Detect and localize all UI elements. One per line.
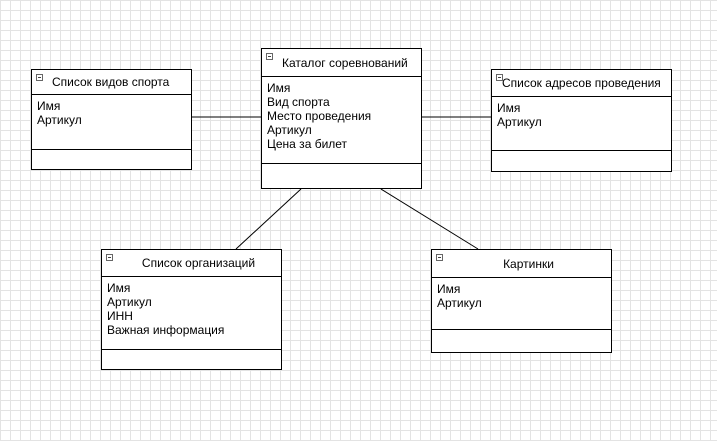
- class-operations[interactable]: [102, 350, 281, 369]
- attribute-row: ИНН: [107, 309, 133, 323]
- class-venue-addresses[interactable]: Список адресов проведения Имя Артикул: [491, 69, 672, 172]
- attribute-row: Имя: [267, 81, 291, 95]
- class-operations[interactable]: [432, 330, 611, 352]
- class-header[interactable]: Список адресов проведения: [492, 70, 671, 97]
- collapse-icon[interactable]: [266, 53, 273, 60]
- attribute-row: Имя: [107, 281, 131, 295]
- attribute-row: Артикул: [37, 113, 82, 127]
- attribute-row: Артикул: [437, 296, 482, 310]
- attribute-row: Артикул: [267, 123, 312, 137]
- attribute-row: Имя: [437, 282, 461, 296]
- class-title: Список организаций: [141, 256, 256, 270]
- class-header[interactable]: Список видов спорта: [32, 70, 191, 95]
- class-pictures[interactable]: Картинки Имя Артикул: [431, 249, 612, 353]
- attribute-row: Имя: [497, 101, 521, 115]
- class-header[interactable]: Каталог соревнований: [262, 49, 421, 77]
- class-title: Список видов спорта: [52, 75, 170, 89]
- class-title: Картинки: [503, 256, 554, 271]
- class-attributes[interactable]: Имя Вид спорта Место проведения Артикул …: [262, 77, 421, 164]
- class-title: Список адресов проведения: [502, 76, 661, 90]
- attribute-row: Место проведения: [267, 109, 372, 123]
- attribute-row: Вид спорта: [267, 95, 330, 109]
- class-operations[interactable]: [262, 164, 421, 188]
- class-header[interactable]: Картинки: [432, 250, 611, 278]
- class-attributes[interactable]: Имя Артикул: [32, 95, 191, 150]
- attribute-row: Артикул: [497, 115, 542, 129]
- class-operations[interactable]: [492, 151, 671, 171]
- connector-catalog-organizations[interactable]: [235, 188, 302, 250]
- collapse-icon[interactable]: [496, 74, 503, 81]
- collapse-icon[interactable]: [106, 254, 113, 261]
- class-attributes[interactable]: Имя Артикул: [432, 278, 611, 330]
- class-title: Каталог соревнований: [282, 55, 408, 70]
- collapse-icon[interactable]: [36, 74, 43, 81]
- class-operations[interactable]: [32, 150, 191, 169]
- connector-catalog-pictures[interactable]: [380, 188, 479, 250]
- class-attributes[interactable]: Имя Артикул ИНН Важная информация: [102, 277, 281, 350]
- class-organizations-list[interactable]: Список организаций Имя Артикул ИНН Важна…: [101, 249, 282, 370]
- class-competition-catalog[interactable]: Каталог соревнований Имя Вид спорта Мест…: [261, 48, 422, 189]
- class-attributes[interactable]: Имя Артикул: [492, 97, 671, 151]
- class-header[interactable]: Список организаций: [102, 250, 281, 277]
- attribute-row: Имя: [37, 99, 61, 113]
- attribute-row: Важная информация: [107, 323, 225, 337]
- collapse-icon[interactable]: [436, 254, 443, 261]
- attribute-row: Артикул: [107, 295, 152, 309]
- attribute-row: Цена за билет: [267, 137, 348, 151]
- class-sports-list[interactable]: Список видов спорта Имя Артикул: [31, 69, 192, 170]
